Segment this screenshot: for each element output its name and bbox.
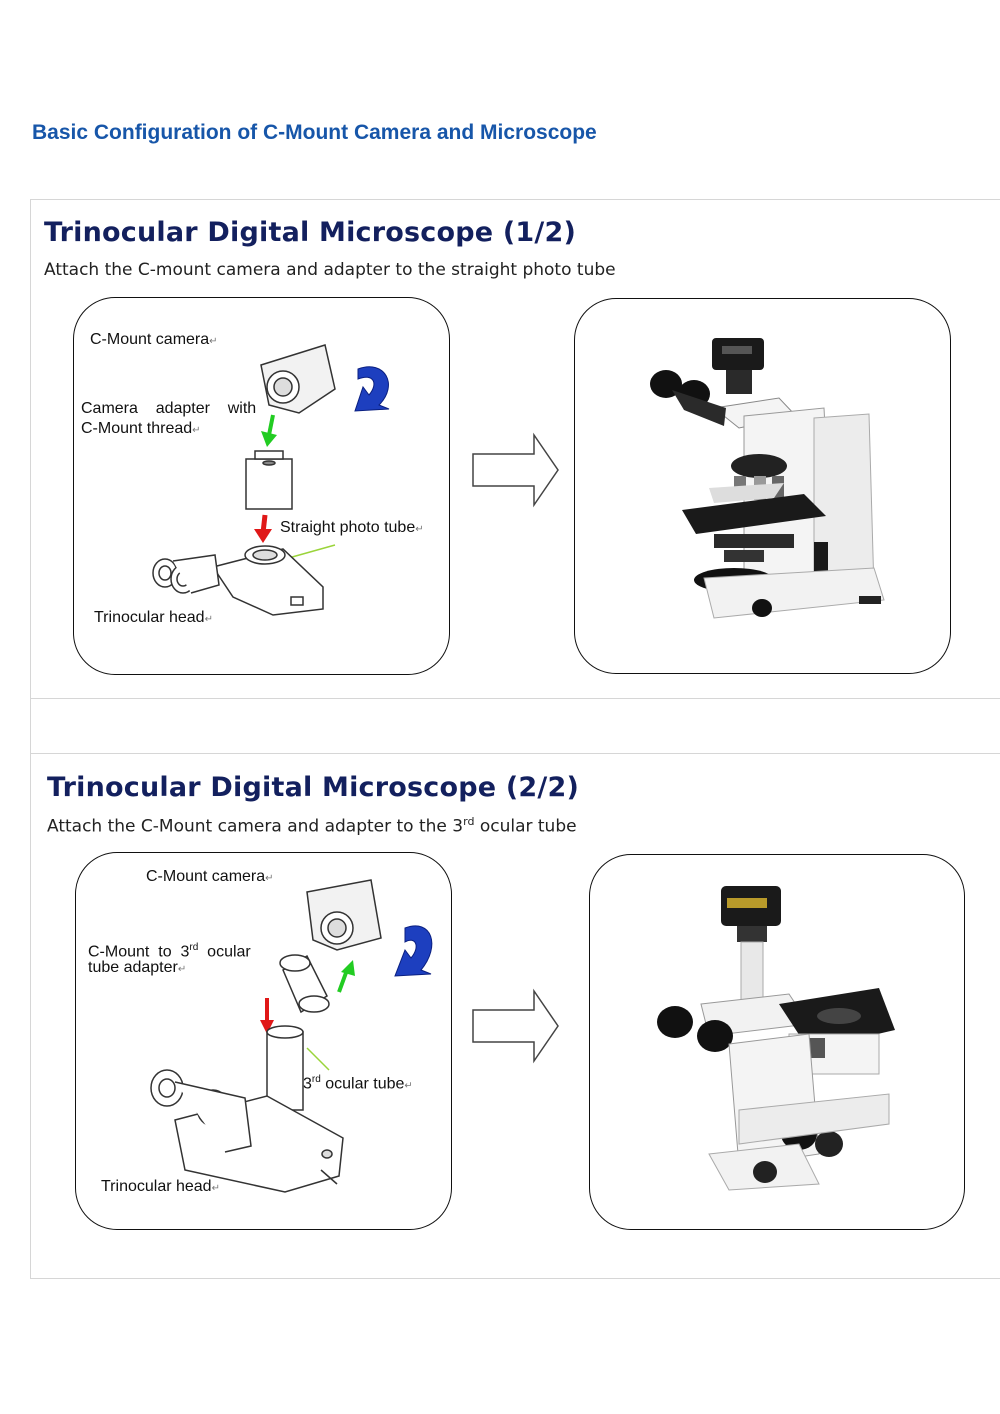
label-c-mount-camera: C-Mount camera↵	[90, 331, 218, 348]
green-arrow-icon-2	[337, 960, 355, 993]
label-trinocular-head: Trinocular head↵	[94, 609, 213, 626]
camera-adapter-drawing	[245, 450, 293, 510]
label-adapter-line2-2: tube adapter↵	[88, 959, 187, 976]
slide-2-subtitle: Attach the C-Mount camera and adapter to…	[47, 815, 577, 837]
ocular-adapter-drawing	[279, 954, 330, 1014]
slide-1-title: Trinocular Digital Microscope (1/2)	[44, 217, 577, 248]
rotate-arrow-icon-2	[394, 925, 433, 977]
slide-1-subtitle: Attach the C-mount camera and adapter to…	[44, 260, 616, 280]
page-title: Basic Configuration of C-Mount Camera an…	[32, 121, 597, 144]
trinocular-head-drawing-2	[150, 1025, 344, 1193]
camera-drawing	[260, 344, 336, 414]
next-arrow-1-icon	[472, 432, 559, 508]
label-straight-photo-tube: Straight photo tube↵	[280, 519, 424, 536]
label-camera-adapter-line1: Camera adapter with	[81, 400, 257, 417]
label-c-mount-camera-2: C-Mount camera↵	[146, 868, 274, 885]
slide-gap	[30, 699, 1000, 753]
green-arrow-icon	[261, 414, 277, 447]
red-arrow-icon-2	[260, 998, 274, 1034]
label-camera-adapter-line2: C-Mount thread↵	[81, 420, 201, 437]
assembly-drawing-1	[152, 344, 390, 616]
label-third-ocular-tube: 3rd ocular tube↵	[303, 1074, 413, 1093]
upright-microscope-photo	[650, 338, 885, 619]
slide-2-title: Trinocular Digital Microscope (2/2)	[47, 772, 580, 803]
label-trinocular-head-2: Trinocular head↵	[101, 1178, 220, 1195]
red-arrow-icon	[254, 514, 272, 543]
assembly-drawing-2	[150, 879, 433, 1193]
slide-1	[30, 199, 1000, 699]
inverted-microscope-photo	[657, 886, 895, 1191]
next-arrow-2-icon	[472, 988, 559, 1064]
label-adapter-line1-2: C-Mount to 3rd ocular	[88, 942, 251, 961]
slide-2	[30, 753, 1000, 1279]
camera-drawing-2	[306, 879, 382, 951]
rotate-arrow-icon	[354, 366, 390, 412]
trinocular-head-drawing	[152, 545, 324, 616]
